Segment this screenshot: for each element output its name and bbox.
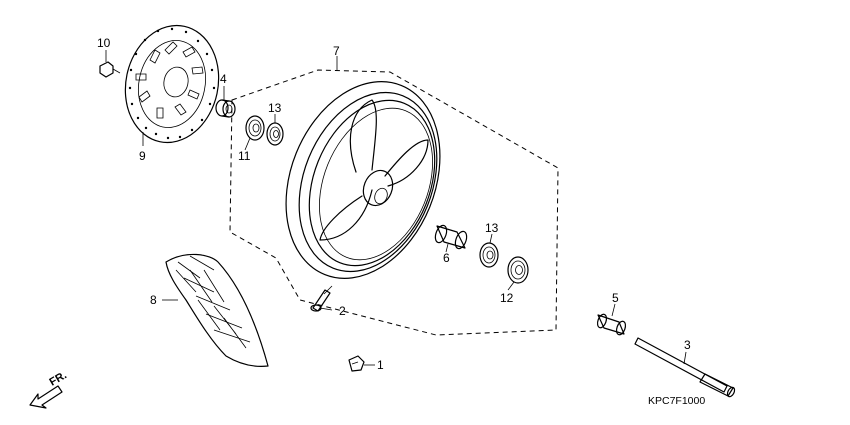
callout-11: 11 [238, 149, 251, 163]
dust-seal-icon [266, 122, 284, 146]
callout-2: 2 [339, 304, 346, 318]
spacer-icon [215, 99, 236, 118]
callout-7: 7 [333, 44, 340, 58]
wheel-assembly-boundary [229, 69, 559, 336]
callout-6: 6 [443, 251, 450, 265]
leader-lines [105, 50, 687, 366]
right-bearing-icon [507, 256, 529, 284]
callout-1: 1 [377, 358, 384, 372]
distance-collar-icon [434, 224, 468, 250]
brake-disc-icon [124, 24, 220, 144]
disc-bolt-icon [99, 61, 121, 78]
front-direction-label: FR. [48, 369, 69, 388]
dust-seal-icon [479, 242, 499, 268]
callout-3: 3 [684, 338, 691, 352]
callout-5: 5 [612, 291, 619, 305]
tire-icon [165, 253, 269, 367]
callout-12: 12 [500, 291, 514, 305]
callout-8: 8 [150, 293, 157, 307]
callout-13-lower: 13 [485, 221, 499, 235]
callout-10: 10 [97, 36, 111, 50]
callout-9: 9 [139, 149, 146, 163]
front-direction-arrow-icon [29, 385, 63, 409]
left-bearing-icon [245, 115, 265, 141]
callout-4: 4 [220, 72, 227, 86]
wheel-rim-icon [285, 81, 441, 279]
axle-shaft-icon [634, 337, 736, 398]
callout-13-upper: 13 [268, 101, 282, 115]
diagram-code: KPC7F1000 [648, 395, 705, 407]
collar-clip-icon [348, 355, 365, 372]
side-collar-icon [596, 313, 627, 336]
